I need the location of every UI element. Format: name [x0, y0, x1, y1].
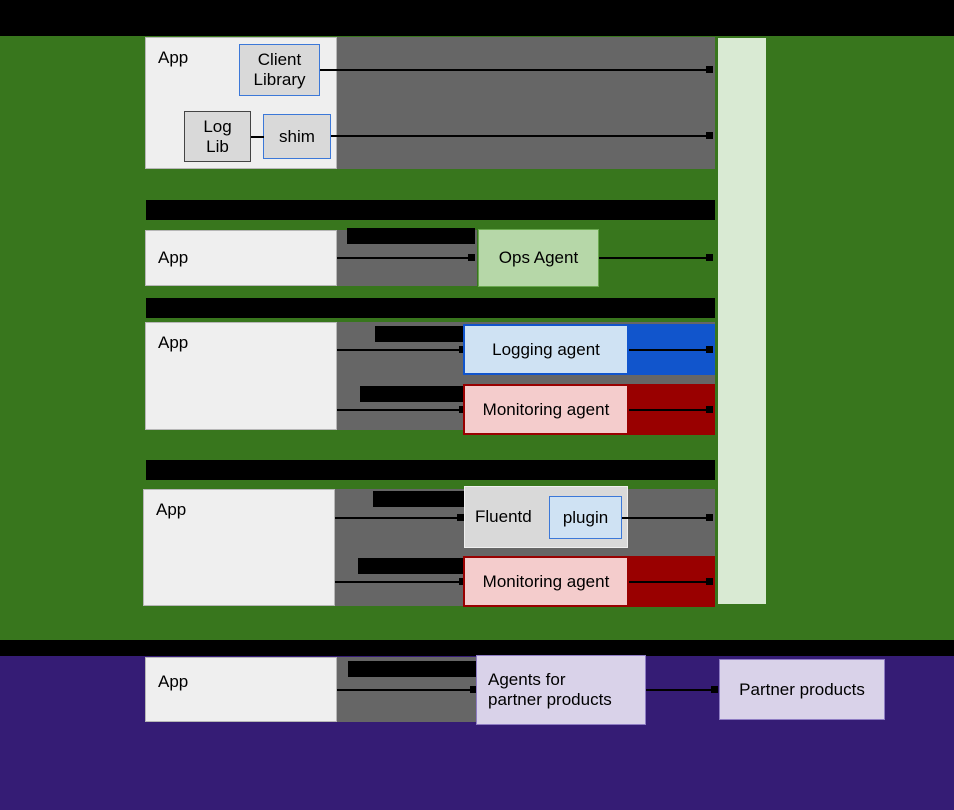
arrow-endpoint-shim [706, 132, 713, 139]
arrow-endpoint-ops-agent-in [468, 254, 475, 261]
connector-app-to-partner-agents [337, 689, 473, 691]
agents-for-partner-products-box: Agents for partner products [476, 655, 646, 725]
connector-loglib-shim [251, 136, 264, 138]
redaction-black-label-ops [347, 228, 475, 244]
connector-client-library-to-cloud [320, 69, 710, 71]
app-container-partner: App [145, 657, 337, 722]
app-label: App [158, 248, 189, 267]
monitoring-agent-label: Monitoring agent [482, 399, 610, 419]
arrow-endpoint-fluentd-in [457, 514, 464, 521]
arrow-endpoint-partner-agents-in [470, 686, 477, 693]
redaction-black-caption-fluentd [146, 460, 715, 480]
connector-ops-agent-to-cloud [599, 257, 710, 259]
arrow-endpoint-logging-in [459, 346, 466, 353]
arrow-endpoint-partner-products-in [711, 686, 718, 693]
monitoring-agent-label: Monitoring agent [482, 571, 610, 591]
divider-black-band [0, 640, 954, 656]
app-label: App [158, 672, 189, 691]
ops-agent-label: Ops Agent [498, 248, 579, 268]
arrow-endpoint-ops-agent-out [706, 254, 713, 261]
fluentd-label: Fluentd [475, 507, 532, 527]
app-container-fluentd: App [143, 489, 335, 606]
plugin-label: plugin [562, 507, 609, 527]
agents-partner-label-line1: Agents for [488, 670, 566, 690]
monitoring-agent-box-s3: Monitoring agent [463, 384, 629, 435]
connector-app-to-ops-agent [337, 257, 472, 259]
app-label: App [156, 500, 187, 519]
app-container-legacy: App [145, 322, 337, 430]
connector-monitoring-to-cloud-s3 [629, 409, 710, 411]
connector-partner-agents-to-products [646, 689, 714, 691]
shim-box: shim [263, 114, 331, 159]
top-black-band [0, 0, 954, 36]
ops-agent-box: Ops Agent [478, 229, 599, 287]
client-library-box: Client Library [239, 44, 320, 96]
redaction-black-label-partner [348, 661, 478, 677]
cloud-services-column [718, 38, 766, 604]
connector-app-to-logging-agent [337, 349, 463, 351]
plugin-box: plugin [549, 496, 622, 539]
redaction-black-caption-legacy [146, 298, 715, 318]
connector-monitoring-to-cloud-s4 [629, 581, 710, 583]
arrow-endpoint-monitoring-in-s3 [459, 406, 466, 413]
redaction-gray-s1 [337, 37, 715, 169]
connector-app-to-fluentd [335, 517, 461, 519]
arrow-endpoint-client-library [706, 66, 713, 73]
arrow-endpoint-monitoring-in-s4 [459, 578, 466, 585]
logging-agent-label: Logging agent [492, 339, 600, 359]
client-library-label-line1: Client [257, 50, 302, 70]
app-label: App [158, 48, 189, 67]
app-label: App [158, 333, 189, 352]
logging-agent-box: Logging agent [463, 324, 629, 375]
log-lib-label-line2: Lib [206, 136, 229, 156]
redaction-black-caption-ops [146, 200, 715, 220]
connector-plugin-to-cloud [622, 517, 710, 519]
arrow-endpoint-logging-out [706, 346, 713, 353]
connector-shim-to-cloud [331, 135, 710, 137]
partner-products-label: Partner products [739, 679, 865, 699]
agents-partner-label-line2: partner products [488, 690, 612, 709]
arrow-endpoint-plugin-out [706, 514, 713, 521]
partner-products-box: Partner products [719, 659, 885, 720]
arrow-endpoint-monitoring-out-s4 [706, 578, 713, 585]
connector-logging-agent-to-cloud [629, 349, 710, 351]
arrow-endpoint-monitoring-out-s3 [706, 406, 713, 413]
log-lib-box: Log Lib [184, 111, 251, 162]
monitoring-agent-box-s4: Monitoring agent [463, 556, 629, 607]
app-container-ops-agent: App [145, 230, 337, 286]
connector-app-to-monitoring-s4 [335, 581, 463, 583]
connector-app-to-monitoring-s3 [337, 409, 463, 411]
shim-label: shim [279, 126, 315, 146]
log-lib-label-line1: Log [203, 116, 232, 136]
client-library-label-line2: Library [253, 70, 306, 89]
